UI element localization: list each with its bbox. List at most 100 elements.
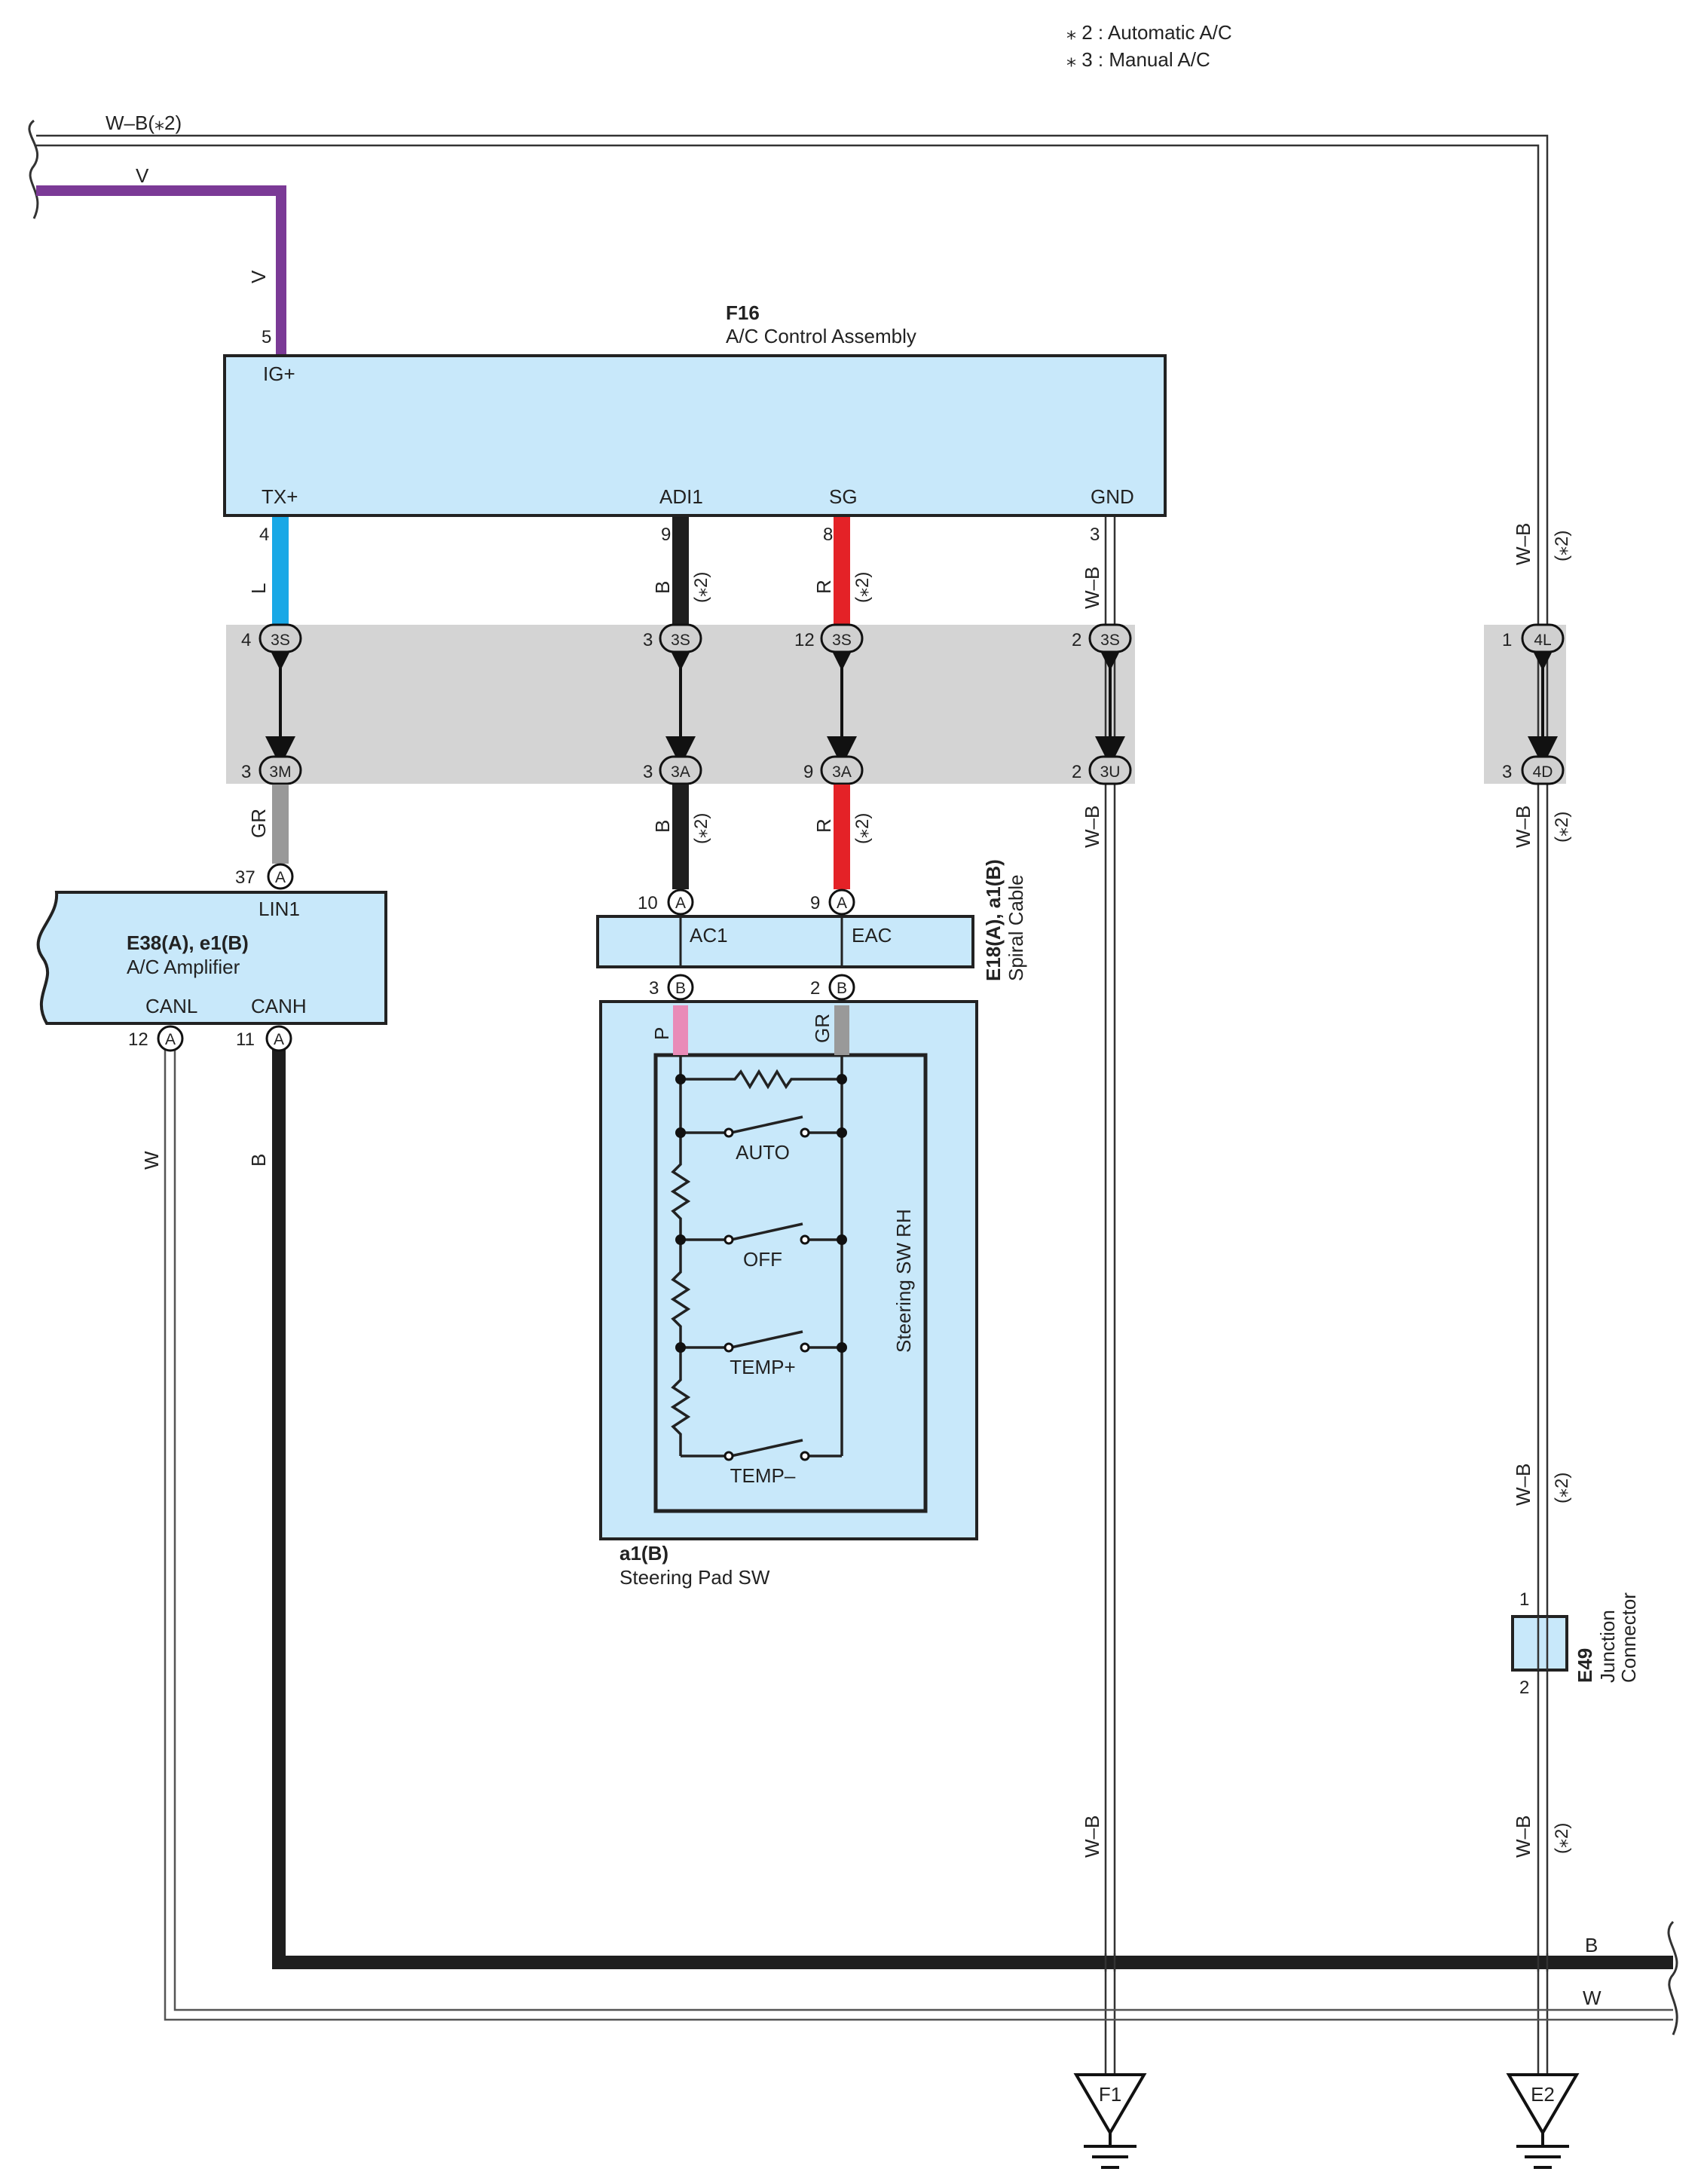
spiral-eac-conn-a: A [837,895,847,912]
amplifier-lin-conn: A [275,869,286,886]
steering-pad-name: Steering Pad SW [619,1566,770,1589]
f16-terminal-tx: TX+ [262,485,298,508]
spiral-eac-b-connector [828,974,855,1001]
switch-junction-dots [675,1074,847,1353]
wire-label-gr: GR [247,809,270,838]
amplifier-canh-conn: A [274,1031,284,1048]
wire-note-adi-lower: (⁎2) [691,813,711,844]
spiral-ac1-pin-b: 3 [649,978,659,999]
connector-3a-sg [820,755,864,785]
spiral-ac1-a-connector [667,889,694,916]
switch-contact-dots [724,1127,810,1461]
amplifier-name: A/C Amplifier [127,956,240,978]
wire-note-right-top: (⁎2) [1552,531,1572,561]
steering-sw-rh-label: Steering SW RH [892,1209,915,1353]
wire-label-v-top: V [136,164,149,187]
spiral-eac-conn-b: B [837,980,847,997]
wire-label-wb-gnd: W–B [1081,567,1103,609]
connector-3s-gnd [1088,623,1132,653]
switch-temp-down-label: TEMP– [730,1464,796,1487]
junction-wire-pass [1537,1617,1549,1670]
wire-white-canl [164,1049,1673,2021]
wire-label-wb-above-junction: W–B [1512,1464,1534,1506]
ground-label-e2: E2 [1531,2083,1555,2106]
switch-network [670,1055,843,1458]
connector-3u-gnd [1088,755,1132,785]
junction-connector-box [1511,1615,1568,1672]
f16-pin-tx: 4 [259,525,269,545]
wire-label-v-vertical: V [247,270,270,283]
wire-label-wb-ground: W–B [1081,1815,1103,1858]
wire-wb-top [36,134,1549,2080]
connector-pair-tx: 3S 4 3M 3 [241,623,302,785]
ground-e2 [1506,2073,1580,2169]
f16-terminal-gnd: GND [1091,485,1134,508]
wire-label-b-bottom: B [1585,1934,1598,1956]
f16-terminal-sg: SG [829,485,858,508]
wire-label-b-adi-lower: B [651,820,674,833]
amplifier-lin-connector [267,863,294,890]
f16-box [223,354,1167,517]
spiral-eac-pin-b: 2 [810,978,820,999]
connector-pin-gnd-bot: 2 [1072,762,1081,782]
wire-note-right-lower: (⁎2) [1552,812,1572,843]
ground-label-f1: F1 [1099,2083,1121,2106]
wire-note-above-junction: (⁎2) [1552,1473,1572,1503]
wire-label-r-sg-lower: R [812,818,835,833]
note-automatic-ac: ⁎ 2 : Automatic A/C [1066,21,1232,44]
spiral-eac-a-connector [828,889,855,916]
amplifier-terminal-canh: CANH [251,995,307,1017]
amplifier-canh-pin: 11 [236,1029,255,1050]
connector-3s-sg [820,623,864,653]
connector-3a-adi [659,755,702,785]
wire-note-sg-lower: (⁎2) [852,813,873,844]
steering-pad-code: a1(B) [619,1542,668,1565]
connector-pair-right: 4L 1 4D 3 [1502,623,1565,785]
connector-code-right-top: 4L [1534,632,1551,649]
connector-code-sg-bot: 3A [832,763,852,781]
switch-off-label: OFF [743,1248,782,1271]
connector-pair-adi: 3S 3 3A 3 [643,623,702,785]
amplifier-canl-pin: 12 [128,1029,148,1050]
break-mark-bottom-right [1667,1920,1678,2036]
junction-code: E49 [1574,1648,1596,1683]
spiral-name: Spiral Cable [1005,874,1027,981]
steering-sw-rh-box [653,1053,928,1513]
connector-code-tx-top: 3S [271,632,290,649]
wire-label-b-adi: B [651,581,674,594]
junction-pin-bot: 2 [1519,1678,1529,1698]
wire-note-adi: (⁎2) [691,572,711,603]
wire-label-b-canh: B [247,1154,270,1167]
connector-code-adi-top: 3S [671,632,690,649]
spiral-ac1-b-connector [667,974,694,1001]
connector-code-gnd-bot: 3U [1100,763,1121,781]
switch-temp-up-label: TEMP+ [730,1356,795,1378]
junction-name-line2: Connector [1617,1592,1640,1683]
connector-code-adi-bot: 3A [671,763,690,781]
steering-pad-box [599,1000,978,1540]
connector-3m-tx [259,755,302,785]
note-manual-ac: ⁎ 3 : Manual A/C [1066,48,1210,71]
amplifier-terminal-canl: CANL [145,995,197,1017]
wire-label-wb-right-lower: W–B [1512,806,1534,848]
connector-4d-right [1521,755,1565,785]
spiral-cable-box [596,915,974,968]
wire-label-l: L [247,583,270,594]
f16-pin-sg: 8 [823,525,833,545]
wire-black-canh [272,1049,1673,1969]
f16-name: A/C Control Assembly [726,325,916,347]
wire-label-r-sg: R [812,580,835,594]
connector-pair-sg: 3S 12 3A 9 [794,623,864,785]
wire-label-wb-below-junction: W–B [1512,1815,1534,1858]
wire-label-wb-gnd-lower: W–B [1081,806,1103,848]
wire-label-p: P [650,1027,673,1040]
connector-code-right-bot: 4D [1533,763,1553,781]
amplifier-canh-connector [265,1025,292,1052]
wire-note-below-junction: (⁎2) [1552,1823,1572,1854]
f16-pin-adi: 9 [661,525,671,545]
wire-label-w-canl: W [140,1151,163,1170]
connector-pin-adi-top: 3 [643,630,653,650]
wire-label-w-bottom: W [1583,1987,1602,2009]
amplifier-terminal-lin: LIN1 [259,898,300,920]
